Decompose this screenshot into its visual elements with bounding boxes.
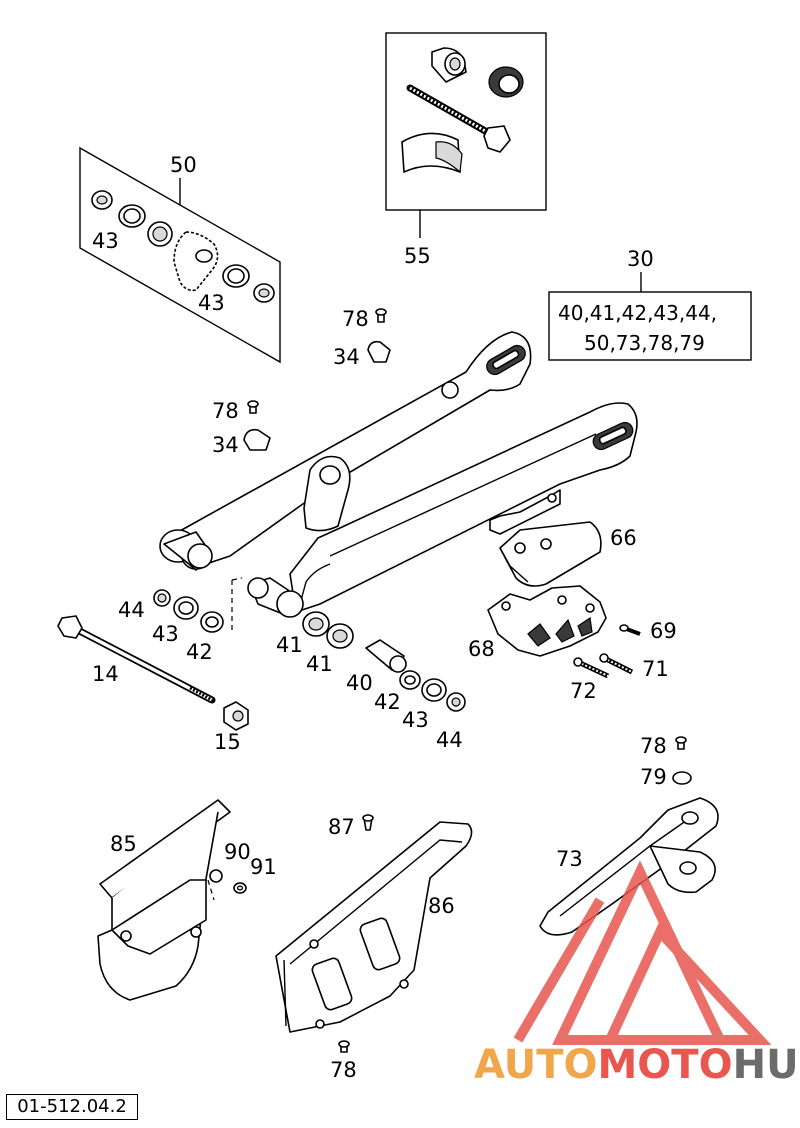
watermark-text-auto: AUTO [474,1042,598,1088]
label-78-d: 78 [330,1058,357,1082]
label-43-b: 43 [198,291,225,315]
sprocket-guard-86 [275,814,473,1053]
bolt-71 [599,653,634,675]
label-43-c: 43 [152,622,179,646]
label-78-b: 78 [212,399,239,423]
label-78-a: 78 [342,307,369,331]
watermark-text-moto: MOTO [598,1042,733,1088]
label-34-a: 34 [333,345,360,369]
pivot-nut-15 [223,701,249,731]
label-30: 30 [627,247,654,271]
chain-guard-85 [97,799,247,1001]
clamp-34-upper [367,308,391,363]
pivot-axle-14 [57,615,216,704]
label-40: 40 [346,671,373,695]
watermark-logo [513,860,772,1045]
label-44-a: 44 [118,598,145,622]
pivot-kit-55 [385,32,547,238]
label-43-a: 43 [92,229,119,253]
kit-30-contents-line1: 40,41,42,43,44, [558,301,717,325]
label-55: 55 [404,244,431,268]
label-66: 66 [610,526,637,550]
bearing-kit-50 [79,146,281,364]
label-85: 85 [110,832,137,856]
label-86: 86 [428,894,455,918]
label-79: 79 [640,765,667,789]
label-68: 68 [468,637,495,661]
chain-slider-73 [539,736,719,936]
kit-30-box [548,291,752,361]
screw-69 [619,624,641,636]
label-43-d: 43 [402,708,429,732]
label-72: 72 [570,679,597,703]
label-34-b: 34 [212,433,239,457]
label-42-a: 42 [186,640,213,664]
label-15: 15 [214,730,241,754]
label-42-b: 42 [374,690,401,714]
watermark-text: AUTOMOTOHUB [474,1042,800,1088]
label-90: 90 [224,840,251,864]
diagram-reference-number: 01-512.04.2 [6,1094,138,1120]
left-pivot-hardware [153,589,224,633]
label-41-b: 41 [306,652,333,676]
bolt-72 [573,657,610,679]
swingarm [159,331,638,632]
label-50: 50 [170,153,197,177]
label-78-c: 78 [640,734,667,758]
label-69: 69 [650,619,677,643]
chain-guide-68 [487,585,607,657]
label-73: 73 [556,847,583,871]
label-71: 71 [642,657,669,681]
chain-guide-66 [499,521,602,587]
kit-30-contents-line2: 50,73,78,79 [584,331,705,355]
watermark-text-hub: HUB [733,1042,800,1088]
label-91: 91 [250,855,277,879]
right-pivot-hardware [302,611,466,712]
label-87: 87 [328,815,355,839]
label-44-b: 44 [436,728,463,752]
clamp-34-lower [243,400,271,451]
label-14: 14 [92,662,119,686]
label-41-a: 41 [276,633,303,657]
